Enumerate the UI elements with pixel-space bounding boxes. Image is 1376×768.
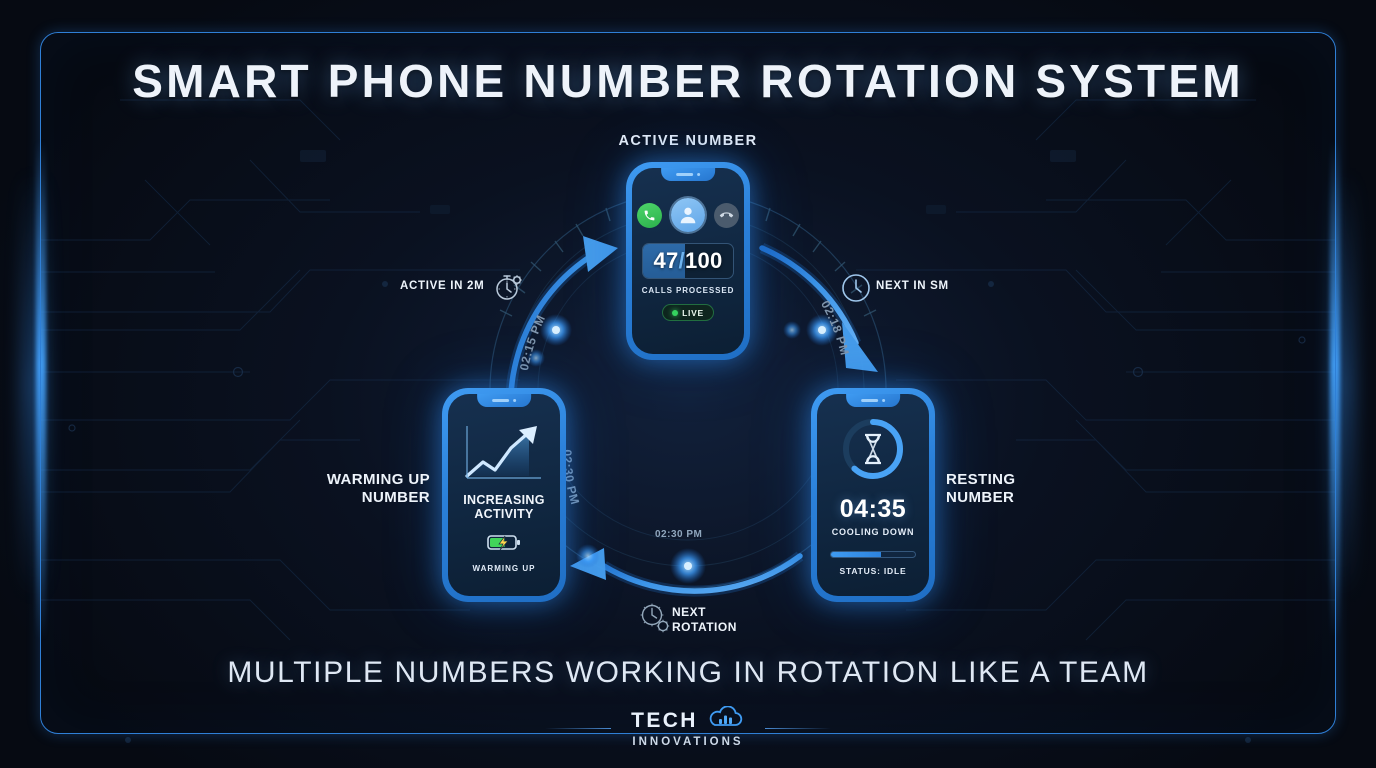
warming-up-number-title: WARMING UP NUMBER — [300, 471, 430, 507]
calls-counter-total: 100 — [684, 248, 723, 273]
ring-time-bottom-center: 02:30 PM — [655, 529, 703, 540]
phone-frame: INCREASING ACTIVITY WARMING UP — [442, 388, 566, 602]
phone-warming-up-number[interactable]: INCREASING ACTIVITY WARMING UP — [442, 388, 566, 602]
next-rotation-line1: NEXT — [672, 605, 707, 619]
logo-primary-text: TECH — [631, 708, 698, 732]
logo-divider-left — [545, 728, 611, 729]
logo-divider-right — [765, 728, 831, 729]
calls-counter-text: 47/100 — [653, 248, 722, 274]
call-action-icons — [637, 198, 739, 232]
calls-counter-separator: / — [678, 248, 685, 273]
brand-logo: TECH INNOVATIONS — [0, 705, 1376, 748]
notch-speaker-icon — [491, 399, 509, 402]
calls-counter: 47/100 — [642, 243, 734, 279]
cloud-bars-icon — [705, 705, 745, 735]
rising-trend-chart-icon — [461, 420, 547, 484]
resting-number-line2: NUMBER — [946, 489, 1015, 506]
page-title: SMART PHONE NUMBER ROTATION SYSTEM — [132, 55, 1244, 107]
notch-speaker-icon — [860, 399, 878, 402]
cooldown-progress-bar — [830, 551, 916, 558]
resting-number-line1: RESTING — [946, 471, 1016, 488]
logo-row: TECH — [631, 705, 745, 735]
phone-notch — [846, 394, 900, 407]
warming-number-line2: NUMBER — [361, 489, 430, 506]
notch-camera-icon — [696, 172, 701, 177]
next-rotation-label: NEXT ROTATION — [672, 605, 737, 635]
warming-title-line1: INCREASING — [463, 493, 545, 507]
phone-notch — [477, 394, 531, 407]
phone-resting-number[interactable]: 04:35 COOLING DOWN STATUS: IDLE — [811, 388, 935, 602]
hourglass-icon — [865, 433, 881, 465]
phone-screen: 47/100 CALLS PROCESSED LIVE — [632, 168, 744, 354]
active-number-section-label: ACTIVE NUMBER — [618, 133, 758, 149]
cooling-down-label: COOLING DOWN — [831, 527, 915, 537]
warming-status-label: WARMING UP — [472, 563, 536, 573]
notch-speaker-icon — [675, 173, 693, 176]
active-in-label: ACTIVE IN 2M — [400, 280, 485, 292]
warming-number-line1: WARMING UP — [326, 471, 430, 488]
phone-frame: 04:35 COOLING DOWN STATUS: IDLE — [811, 388, 935, 602]
warming-title-line2: ACTIVITY — [474, 507, 534, 522]
notch-camera-icon — [881, 398, 886, 403]
live-indicator-dot — [672, 309, 679, 316]
resting-status-label: STATUS: IDLE — [839, 566, 907, 576]
stopwatch-gear-icon — [492, 272, 524, 309]
live-label: LIVE — [682, 307, 704, 318]
live-status-badge: LIVE — [662, 304, 714, 321]
calls-counter-value: 47 — [653, 248, 679, 273]
cooldown-progress-ring — [838, 414, 908, 489]
ring-glow-nodes — [527, 314, 838, 584]
arrow-active-to-resting — [759, 242, 878, 372]
cooldown-timer: 04:35 — [839, 495, 907, 523]
cooldown-progress-fill — [831, 552, 882, 557]
contact-avatar-icon — [671, 198, 705, 232]
clock-icon — [840, 272, 872, 309]
clock-gears-icon — [638, 601, 672, 640]
resting-number-title: RESTING NUMBER — [946, 471, 1086, 507]
phone-notch — [661, 168, 715, 181]
phone-decline-icon[interactable] — [714, 202, 739, 228]
calls-counter-fill — [643, 244, 686, 278]
logo-secondary-text: INNOVATIONS — [632, 736, 744, 748]
calls-processed-label: CALLS PROCESSED — [641, 286, 735, 295]
phone-answer-icon[interactable] — [637, 202, 662, 228]
next-rotation-line2: ROTATION — [672, 620, 737, 634]
phone-frame: 47/100 CALLS PROCESSED LIVE — [626, 162, 750, 360]
left-edge-glow — [36, 140, 46, 640]
phone-active-number[interactable]: 47/100 CALLS PROCESSED LIVE — [626, 162, 750, 360]
warming-phone-title: INCREASING ACTIVITY — [463, 493, 544, 522]
battery-charging-icon — [487, 534, 521, 556]
phone-screen: INCREASING ACTIVITY WARMING UP — [448, 394, 560, 596]
notch-camera-icon — [512, 398, 517, 403]
phone-screen: 04:35 COOLING DOWN STATUS: IDLE — [817, 394, 929, 596]
next-in-label: NEXT IN SM — [876, 280, 949, 292]
tagline: MULTIPLE NUMBERS WORKING IN ROTATION LIK… — [227, 656, 1149, 689]
